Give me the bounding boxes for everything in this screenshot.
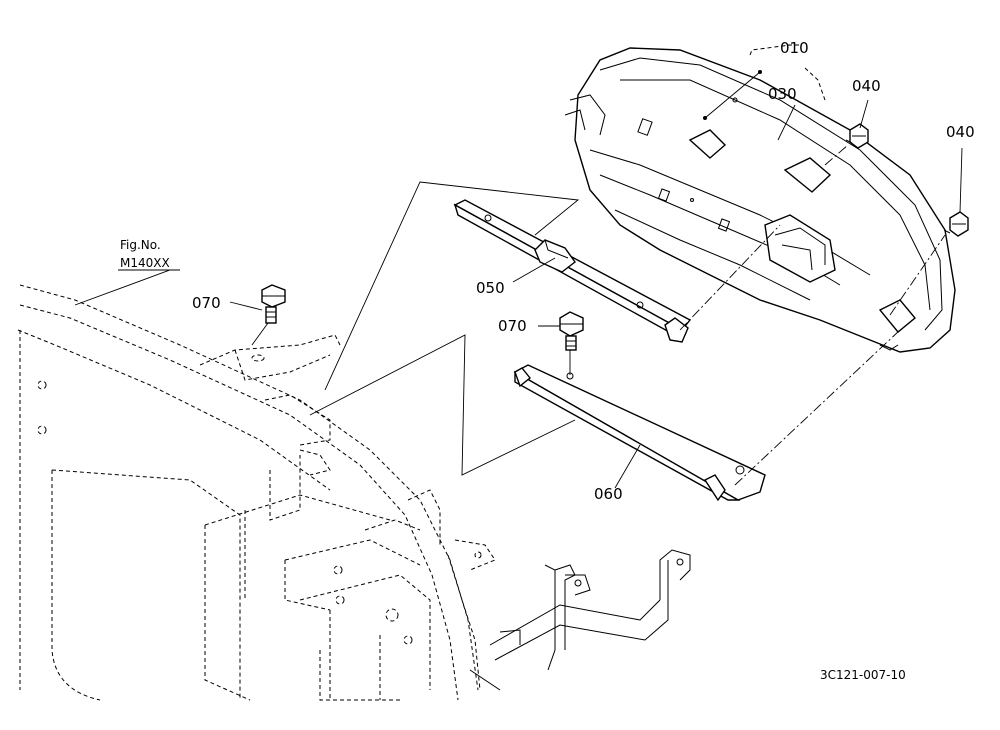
dashboard-frame-dashed: [17, 284, 496, 701]
callout-040-upper: 040: [852, 77, 881, 95]
part-040-nut-lower: [943, 211, 969, 237]
callout-040-lower: 040: [946, 123, 975, 141]
drawing-number: 3C121-007-10: [820, 668, 906, 682]
part-070-bolt-left: [261, 284, 286, 324]
callout-050: 050: [476, 279, 505, 297]
part-040-nut-upper: [845, 123, 869, 149]
part-010-030-meter-cluster: [564, 47, 956, 353]
part-060-bracket: [513, 364, 766, 502]
leader-lines: [74, 44, 963, 489]
assembly-lines: [251, 144, 946, 486]
fig-no-label: Fig.No.: [120, 238, 161, 252]
callout-070-left: 070: [192, 294, 221, 312]
lower-bracket-legs: [469, 549, 691, 691]
leader-dot-010b: [703, 116, 707, 120]
callout-030: 030: [768, 85, 797, 103]
leader-dot-010: [758, 70, 762, 74]
part-050-bracket: [453, 199, 692, 343]
callout-070-right: 070: [498, 317, 527, 335]
fig-no-code: M140XX: [120, 256, 170, 270]
callout-labels: 010 030 040 040 050 060 070 070 Fig.No. …: [120, 39, 975, 682]
callout-010: 010: [780, 39, 809, 57]
part-070-bolt-right: [559, 311, 584, 351]
callout-060: 060: [594, 485, 623, 503]
